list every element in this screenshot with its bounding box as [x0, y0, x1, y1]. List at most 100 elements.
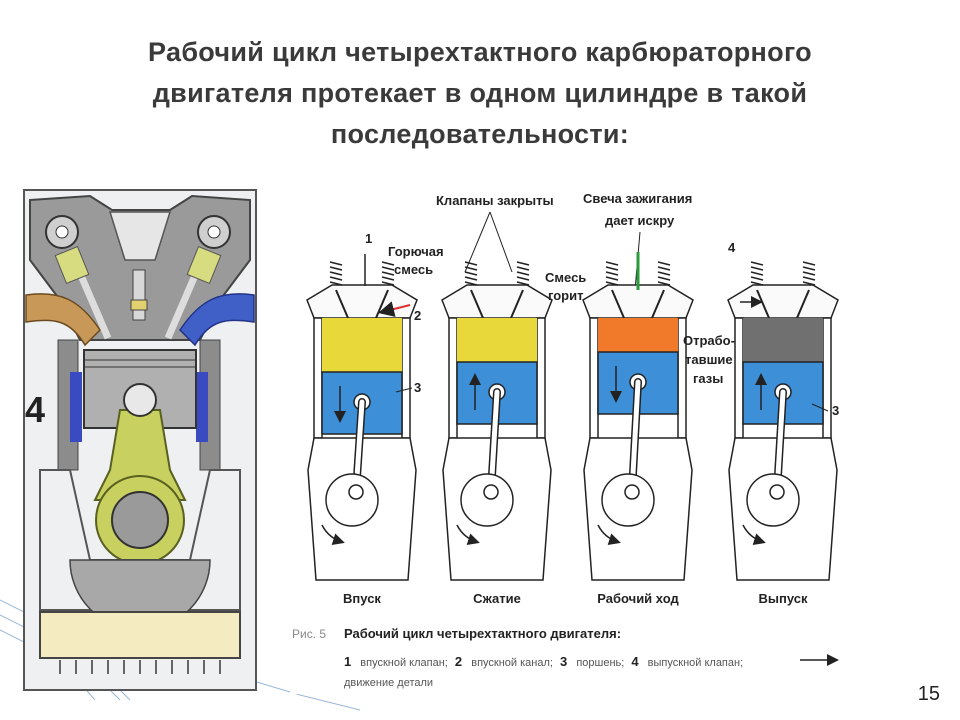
- valve-spring-coil: [657, 276, 671, 281]
- connecting-rod: [629, 379, 641, 495]
- crank-rotation-arrow: [742, 524, 766, 545]
- valve-spring-coil: [802, 271, 816, 276]
- legend-2-num: 2: [455, 654, 462, 669]
- crank-web: [325, 473, 379, 527]
- valve-spring-coil: [605, 266, 619, 271]
- crank-pin: [348, 484, 364, 500]
- valve-spring-coil: [657, 271, 671, 276]
- cylinder-gas: [322, 318, 402, 372]
- valve-spring-coil: [464, 261, 478, 266]
- legend-2-text: впускной канал;: [471, 657, 553, 669]
- valve-spring-coil: [750, 281, 764, 286]
- valve-spring-coil: [657, 261, 671, 266]
- valve-spring-coil: [329, 266, 343, 271]
- valve-spring-coil: [802, 261, 816, 266]
- valve-spring-coil: [516, 261, 530, 266]
- valve-spring-coil: [605, 271, 619, 276]
- valve-spring-coil: [516, 281, 530, 286]
- legend-1-num: 1: [344, 654, 351, 669]
- valve-spring-coil: [381, 276, 395, 281]
- cylinder-gas: [598, 318, 678, 352]
- valve-spring-coil: [516, 266, 530, 271]
- valve-spring-coil: [464, 266, 478, 271]
- valve-spring-coil: [516, 276, 530, 281]
- cylinder-wall-right: [401, 317, 411, 439]
- exhaust-callout-gas-3: газы: [693, 371, 723, 386]
- power-callout-1: Смесь: [545, 270, 586, 285]
- crank-web: [460, 473, 514, 527]
- valve-spring-coil: [750, 266, 764, 271]
- crank-pin: [624, 484, 640, 500]
- valve-spring-coil: [381, 281, 395, 286]
- four-stroke-diagrams: Клапаны закрыты Свеча зажигания дает иск…: [306, 191, 839, 606]
- crank-pin: [769, 484, 785, 500]
- label-valves-closed: Клапаны закрыты: [436, 193, 554, 208]
- caption-fig-number: Рис. 5: [292, 627, 326, 641]
- caption-motion: движение детали: [344, 677, 433, 689]
- valve-spring-coil: [605, 276, 619, 281]
- legend-3-num: 3: [560, 654, 567, 669]
- leader-line: [811, 403, 829, 412]
- valve-stem: [756, 289, 770, 319]
- svg-text:1 впускной клапан;: 1 впускной клапан; 2 впускной канал; 3 п…: [344, 654, 743, 669]
- slide-number: 15: [917, 683, 940, 705]
- crank-pin: [483, 484, 499, 500]
- valve-spring-coil: [802, 281, 816, 286]
- mixture-flow-arrow: [378, 301, 411, 317]
- stroke-name-compression: Сжатие: [473, 591, 521, 606]
- stroke-name-intake: Впуск: [343, 591, 381, 606]
- crank-rotation-arrow: [456, 524, 480, 545]
- valve-spring-coil: [657, 281, 671, 286]
- intake-callout-3: 3: [414, 380, 421, 395]
- intake-callout-mixture-1: Горючая: [388, 244, 444, 259]
- valve-stem: [470, 289, 484, 319]
- valve-spring-coil: [516, 271, 530, 276]
- cylinder-wall-left: [448, 317, 458, 439]
- figure-caption: Рис. 5 Рабочий цикл четырехтактного двиг…: [290, 618, 850, 694]
- valve-spring-coil: [329, 261, 343, 266]
- crank-rotation-arrow: [597, 524, 621, 545]
- valve-stem: [335, 289, 349, 319]
- valve-stem: [510, 289, 524, 319]
- crank-web: [746, 473, 800, 527]
- stroke-exhaust: Выпуск: [727, 261, 839, 606]
- valve-spring-coil: [750, 271, 764, 276]
- crank-web: [601, 473, 655, 527]
- exhaust-callout-gas-2: тавшие: [685, 352, 733, 367]
- valve-spring-coil: [381, 266, 395, 271]
- cylinder-wall-right: [822, 317, 832, 439]
- exhaust-callout-gas-1: Отрабо-: [683, 333, 735, 348]
- valve-spring-coil: [750, 276, 764, 281]
- valve-spring-coil: [381, 271, 395, 276]
- cylinder-wall-left: [313, 317, 323, 439]
- label-spark-line1: Свеча зажигания: [583, 191, 692, 206]
- valve-spring-coil: [802, 266, 816, 271]
- stroke-compression: Сжатие: [441, 261, 553, 606]
- valve-spring-coil: [329, 276, 343, 281]
- exhaust-callout-4: 4: [728, 240, 736, 255]
- cylinder-gas: [457, 318, 537, 362]
- cylinder-head: [306, 284, 418, 319]
- valve-stem: [651, 289, 665, 319]
- stroke-name-exhaust: Выпуск: [759, 591, 808, 606]
- caption-title: Рабочий цикл четырехтактного двигателя:: [344, 626, 621, 641]
- legend-1-text: впускной клапан;: [360, 657, 448, 669]
- valve-stem: [611, 289, 625, 319]
- legend-4-num: 4: [631, 654, 639, 669]
- cylinder-wall-right: [536, 317, 546, 439]
- engine-section-view: 4: [23, 189, 257, 691]
- intake-callout-2: 2: [414, 308, 421, 323]
- slide-title: Рабочий цикл четырехтактного карбюраторн…: [148, 37, 812, 149]
- power-callout-2: горит: [548, 288, 583, 303]
- label-spark-line2: дает искру: [605, 213, 675, 228]
- crank-rotation-arrow: [321, 524, 345, 545]
- cylinder-wall-left: [589, 317, 599, 439]
- legend-4-text: выпускной клапан;: [648, 657, 743, 669]
- valve-spring-coil: [329, 271, 343, 276]
- cylinder-wall-left: [734, 317, 744, 439]
- cylinder-head: [441, 284, 553, 319]
- valve-spring-coil: [381, 261, 395, 266]
- valve-spring-coil: [329, 281, 343, 286]
- valve-spring-coil: [464, 271, 478, 276]
